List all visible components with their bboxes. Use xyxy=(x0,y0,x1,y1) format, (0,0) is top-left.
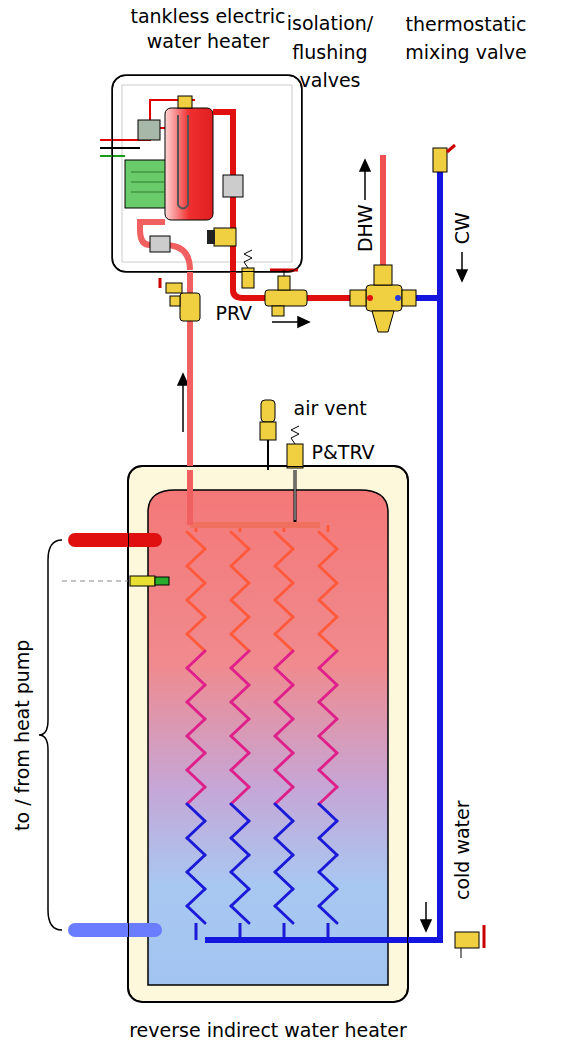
callout-label: isolation/ flushing valves xyxy=(275,9,385,95)
callout-label: PRV xyxy=(216,299,253,328)
pipe-label: CW xyxy=(448,212,477,244)
callout-label: P&TRV xyxy=(312,438,375,467)
pipe-label: cold water xyxy=(448,800,477,900)
callout-label: air vent xyxy=(294,394,367,423)
heater-housing: tankless electric water heater xyxy=(112,75,302,272)
caption-label: tankless electric water heater xyxy=(113,4,303,53)
callout-label: thermostatic mixing valve xyxy=(379,10,554,67)
storage-tank: reverse indirect water heater xyxy=(128,466,408,1002)
caption-label: reverse indirect water heater xyxy=(129,1018,407,1043)
bracket-label: to / from heat pump xyxy=(8,639,37,830)
pipe-label: DHW xyxy=(351,204,380,252)
